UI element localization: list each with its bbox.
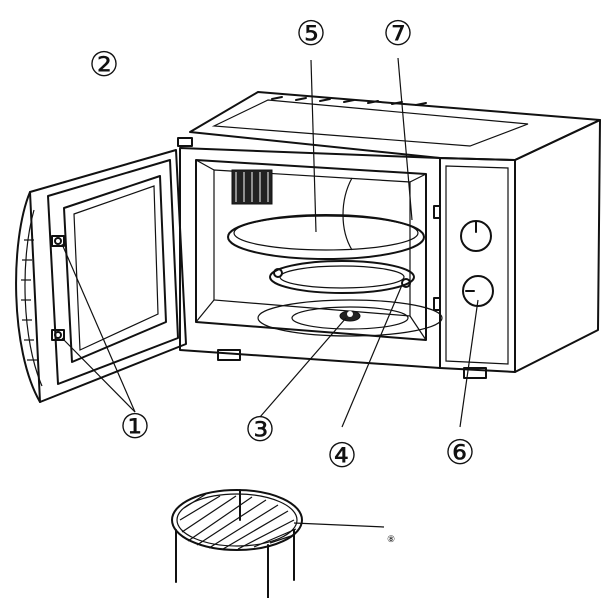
leader-6 bbox=[459, 299, 479, 428]
leader-1b bbox=[61, 337, 136, 413]
leader-4 bbox=[341, 284, 403, 428]
leader-lines bbox=[61, 57, 479, 528]
door-frame bbox=[29, 149, 187, 403]
cavity-floor bbox=[257, 299, 443, 337]
leader-7 bbox=[397, 57, 413, 221]
foot-left bbox=[217, 349, 241, 361]
leader-5 bbox=[310, 59, 317, 233]
turntable-shaft bbox=[339, 310, 361, 322]
top-inset bbox=[211, 99, 529, 147]
cavity-vent-grille bbox=[231, 169, 273, 205]
grill-rack bbox=[171, 489, 303, 598]
power-knob bbox=[462, 275, 494, 307]
door-latch-lower bbox=[51, 329, 65, 341]
latch-slot-upper bbox=[433, 205, 441, 219]
door-edge-texture bbox=[21, 239, 37, 361]
door-glass bbox=[73, 185, 159, 351]
control-panel-inset bbox=[445, 165, 509, 365]
door-latch-upper bbox=[51, 235, 65, 247]
callout-3: ③ bbox=[245, 410, 275, 450]
callout-2: ② bbox=[89, 45, 119, 85]
timer-knob bbox=[460, 220, 492, 252]
callout-1: ① bbox=[120, 407, 150, 447]
leader-8 bbox=[293, 522, 385, 528]
leader-1a bbox=[61, 243, 136, 413]
roller-ring bbox=[269, 260, 415, 294]
door-edge bbox=[15, 191, 41, 403]
callout-4: ④ bbox=[327, 436, 357, 476]
cavity-wall-curve bbox=[342, 177, 353, 251]
callout-8: ⑧ bbox=[387, 535, 395, 545]
glass-tray bbox=[227, 214, 425, 260]
door bbox=[15, 137, 193, 403]
microwave-body bbox=[179, 91, 601, 379]
right-side-panel bbox=[514, 119, 601, 373]
top-vents bbox=[271, 96, 427, 106]
door-hinge bbox=[177, 137, 193, 147]
door-inner-frame bbox=[47, 159, 179, 385]
control-panel bbox=[439, 157, 516, 373]
foot-right bbox=[463, 367, 487, 379]
leader-3 bbox=[259, 317, 347, 418]
latch-slot-lower bbox=[433, 297, 441, 311]
callout-5: ⑤ bbox=[296, 14, 326, 54]
callout-6: ⑥ bbox=[445, 433, 475, 473]
door-window bbox=[63, 175, 167, 363]
grill-rack-bars bbox=[179, 493, 297, 550]
callout-7: ⑦ bbox=[383, 14, 413, 54]
